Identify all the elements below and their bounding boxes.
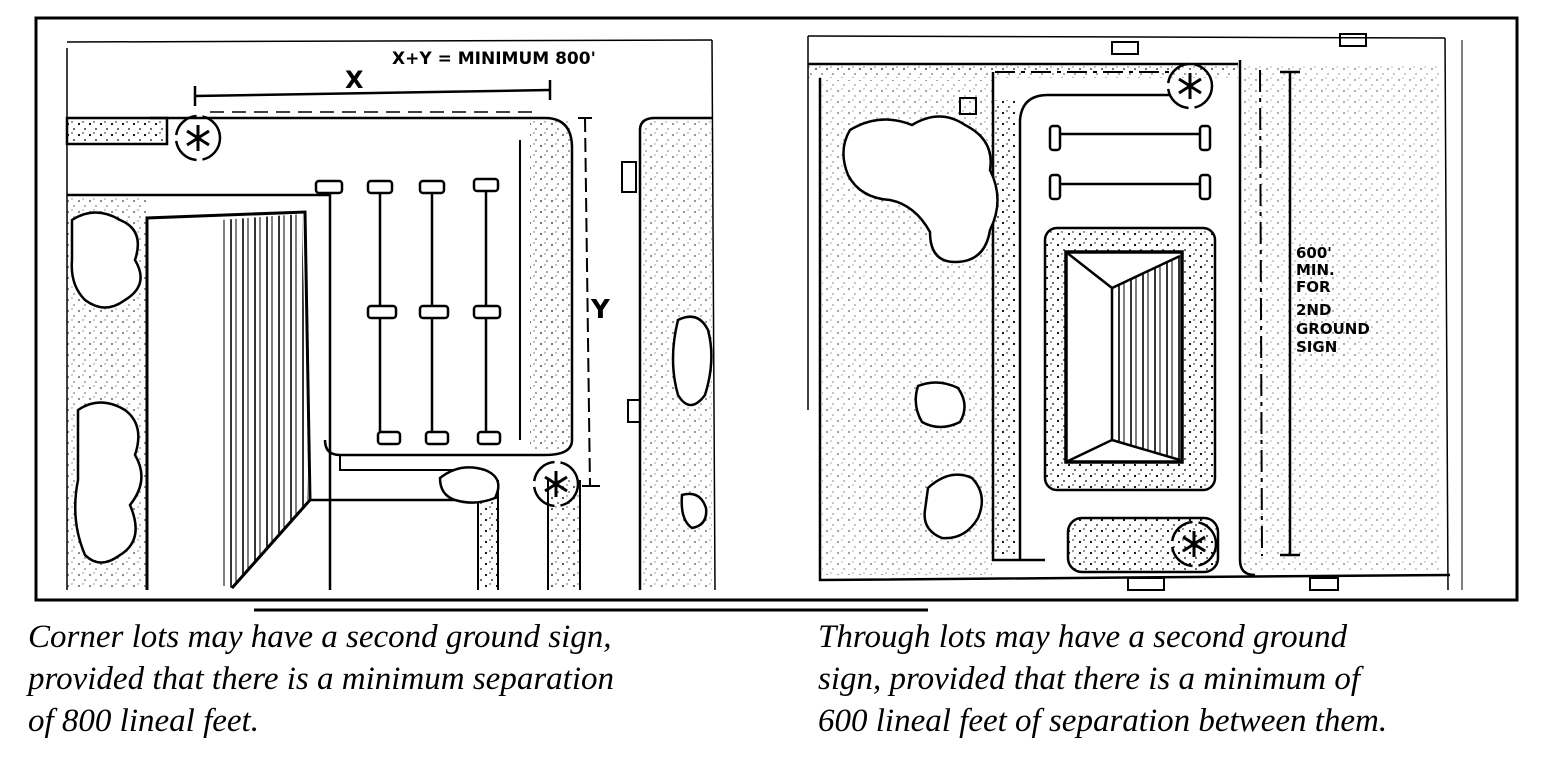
svg-text:SIGN: SIGN xyxy=(1296,338,1337,356)
caption-through-lots: Through lots may have a second ground si… xyxy=(818,616,1387,742)
tree-icon xyxy=(842,115,999,540)
corner-lot-diagram: X+Y = MINIMUM 800' X Y xyxy=(65,39,716,591)
caption-line: sign, provided that there is a minimum o… xyxy=(818,661,1361,697)
property-line-top xyxy=(66,39,713,43)
caption-line: Through lots may have a second ground xyxy=(818,619,1348,655)
svg-text:FOR: FOR xyxy=(1296,278,1331,296)
tree-icon xyxy=(70,211,713,564)
dimension-y xyxy=(584,117,591,487)
x-label: X xyxy=(345,66,364,94)
property-line-right xyxy=(711,39,716,591)
svg-text:GROUND: GROUND xyxy=(1296,320,1370,338)
parking-stall-icon xyxy=(314,177,502,446)
y-label: Y xyxy=(590,295,611,325)
through-lot-diagram: 600' MIN. FOR 2ND GROUND SIGN xyxy=(807,33,1463,591)
dimension-label: 600' MIN. FOR 2ND GROUND SIGN xyxy=(1296,244,1370,356)
caption-line: Corner lots may have a second ground sig… xyxy=(28,619,612,655)
caption-line: of 800 lineal feet. xyxy=(28,703,259,739)
figure-frame xyxy=(34,16,1519,602)
caption-line: 600 lineal feet of separation between th… xyxy=(818,703,1388,739)
svg-text:600': 600' xyxy=(1296,244,1332,262)
dimension-x xyxy=(193,80,552,106)
sign-asterisk-icon xyxy=(174,114,222,162)
svg-text:2ND: 2ND xyxy=(1296,301,1331,319)
formula-label: X+Y = MINIMUM 800' xyxy=(392,49,596,69)
caption-line: provided that there is a minimum separat… xyxy=(28,661,615,697)
parking-stall-icon xyxy=(1048,124,1212,201)
svg-text:MIN.: MIN. xyxy=(1296,261,1335,279)
dimension-600 xyxy=(1280,70,1300,557)
caption-corner-lots: Corner lots may have a second ground sig… xyxy=(28,616,614,742)
